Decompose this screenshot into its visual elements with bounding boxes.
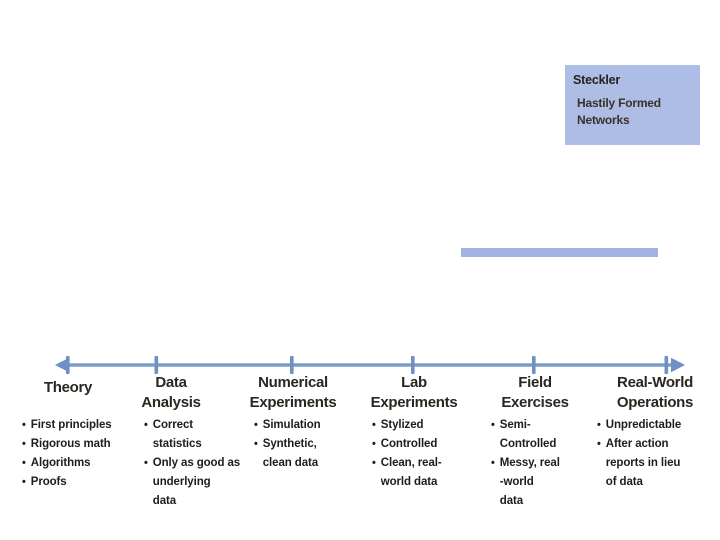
column-header: Real-World Operations: [616, 374, 694, 411]
bullet-dot-icon: •: [22, 457, 26, 469]
bullet-item: • Correct statistics: [144, 416, 240, 454]
bullet-item: • Proofs: [22, 473, 112, 492]
bullet-dot-icon: •: [144, 457, 148, 469]
column-lab-experiments: Lab Experiments • Stylized • Controlled • Cle…: [352, 373, 476, 533]
bullet-list: • Semi- Controlled • Messy, real -world dat…: [491, 416, 560, 511]
bullet-text: First principles: [30, 419, 112, 431]
bullet-dot-icon: •: [22, 419, 26, 431]
bullet-text: Proofs: [30, 476, 67, 488]
axis-tick: [154, 356, 159, 374]
arrow-left-icon: [55, 357, 69, 373]
column-header: Data Analysis: [141, 374, 201, 411]
column-numerical-experiments: Numerical Experiments • Simulation • Synthe…: [231, 373, 355, 533]
bullet-list: • Stylized • Controlled • Clean, real- world …: [372, 416, 442, 492]
axis-tick: [411, 356, 415, 374]
bullet-item: • First principles: [22, 416, 112, 435]
column-header: Theory: [43, 379, 93, 396]
bullet-dot-icon: •: [144, 419, 148, 431]
bullet-dot-icon: •: [254, 438, 258, 450]
bullet-text: Clean, real- world data: [380, 457, 442, 488]
bullet-text: Messy, real -world data: [499, 457, 560, 507]
spectrum-axis: [55, 356, 685, 374]
bullet-dot-icon: •: [491, 419, 495, 431]
axis-tick: [532, 356, 536, 374]
bullet-text: After action reports in lieu of data: [605, 438, 681, 488]
column-header: Numerical Experiments: [249, 374, 337, 411]
column-header: Field Exercises: [501, 374, 569, 411]
bullet-dot-icon: •: [491, 457, 495, 469]
bullet-item: • Messy, real -world data: [491, 454, 560, 511]
bullet-dot-icon: •: [597, 438, 601, 450]
presentation-title: Hastily Formed Networks: [577, 96, 661, 127]
bullet-item: • Simulation: [254, 416, 321, 435]
bullet-item: • Controlled: [372, 435, 442, 454]
bullet-text: Correct statistics: [152, 419, 202, 450]
axis-tick: [290, 356, 294, 374]
column-data-analysis: Data Analysis • Correct statistics • Only a…: [109, 373, 240, 533]
arrow-right-icon: [671, 357, 685, 373]
bullet-text: Stylized: [380, 419, 424, 431]
bullet-dot-icon: •: [254, 419, 258, 431]
bullet-text: Unpredictable: [605, 419, 682, 431]
bullet-dot-icon: •: [597, 419, 601, 431]
author-name: Steckler: [573, 73, 621, 87]
bullet-item: • Unpredictable: [597, 416, 681, 435]
bullet-text: Rigorous math: [30, 438, 111, 450]
bullet-item: • Algorithms: [22, 454, 112, 473]
bullet-text: Synthetic, clean data: [262, 438, 319, 469]
bullet-dot-icon: •: [372, 457, 376, 469]
title-callout-box: Steckler Hastily Formed Networks: [565, 65, 700, 145]
bullet-list: • First principles • Rigorous math • Algorith…: [22, 416, 112, 492]
highlight-bar: [461, 248, 658, 257]
bullet-text: Controlled: [380, 438, 438, 450]
bullet-item: • After action reports in lieu of data: [597, 435, 681, 492]
bullet-list: • Correct statistics • Only as good as unde…: [144, 416, 240, 511]
bullet-list: • Unpredictable • After action reports in l…: [597, 416, 681, 492]
axis-tick: [664, 356, 669, 374]
column-header: Lab Experiments: [370, 374, 458, 411]
column-real-world-operations: Real-World Operations • Unpredictable • Aft…: [593, 373, 717, 533]
axis-tick: [66, 356, 70, 374]
bullet-dot-icon: •: [372, 438, 376, 450]
bullet-item: • Only as good as underlying data: [144, 454, 240, 511]
bullet-text: Algorithms: [30, 457, 91, 469]
column-theory: Theory • First principles • Rigorous math • A…: [6, 373, 130, 533]
bullet-dot-icon: •: [22, 438, 26, 450]
bullet-item: • Clean, real- world data: [372, 454, 442, 492]
bullet-text: Semi- Controlled: [499, 419, 557, 450]
bullet-item: • Stylized: [372, 416, 442, 435]
bullet-dot-icon: •: [372, 419, 376, 431]
bullet-dot-icon: •: [22, 476, 26, 488]
bullet-text: Only as good as underlying data: [152, 457, 241, 507]
bullet-item: • Semi- Controlled: [491, 416, 560, 454]
column-field-exercises: Field Exercises • Semi- Controlled • Messy,…: [473, 373, 597, 533]
bullet-list: • Simulation • Synthetic, clean data: [254, 416, 321, 473]
bullet-text: Simulation: [262, 419, 321, 431]
bullet-item: • Rigorous math: [22, 435, 112, 454]
bullet-item: • Synthetic, clean data: [254, 435, 321, 473]
